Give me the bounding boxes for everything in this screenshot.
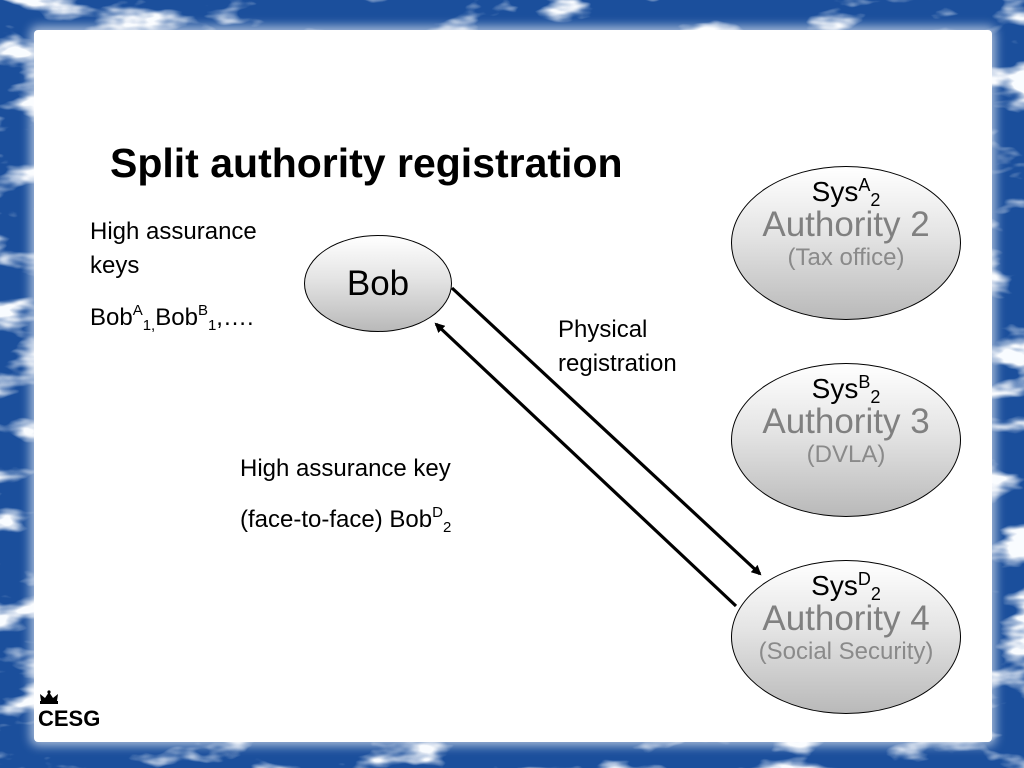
authority-3-sys: SysB2 <box>811 372 881 407</box>
key-bob-a: BobA1, <box>90 302 156 334</box>
authority-3-name: Authority 3 <box>762 402 930 441</box>
physical-label-line1: Physical <box>558 316 648 343</box>
authority-2-sys: SysA2 <box>811 175 881 210</box>
authority-3-desc: (DVLA) <box>806 441 886 468</box>
bob-label: Bob <box>346 264 410 303</box>
authority-4-node: SysD2 Authority 4 (Social Security) <box>731 560 961 714</box>
authority-2-node: SysA2 Authority 2 (Tax office) <box>731 166 961 320</box>
bob-node: Bob <box>304 235 452 332</box>
keys-ellipsis: ,…. <box>216 304 254 331</box>
left-note-line1: High assurance <box>90 218 257 245</box>
left-note-line2: keys <box>90 252 140 279</box>
key-bob-b: BobB1 <box>155 302 217 334</box>
slide-title: Split authority registration <box>110 140 623 186</box>
authority-2-desc: (Tax office) <box>787 244 905 271</box>
authority-2-name: Authority 2 <box>762 205 930 244</box>
physical-label-line2: registration <box>558 350 677 377</box>
arrow-bob-to-authority-4 <box>450 286 762 576</box>
left-note-keys: BobA1,BobB1,…. <box>90 302 254 334</box>
authority-4-name: Authority 4 <box>762 599 930 638</box>
bottom-note-line2: (face-to-face) BobD2 <box>240 504 452 536</box>
authority-3-node: SysB2 Authority 3 (DVLA) <box>731 363 961 517</box>
arrow-authority-4-to-bob <box>434 322 738 608</box>
crown-logo-icon <box>40 690 58 704</box>
authority-4-desc: (Social Security) <box>758 638 934 665</box>
authority-4-sys: SysD2 <box>811 569 881 604</box>
bottom-note-line1: High assurance key <box>240 455 451 482</box>
cesg-logo-text: CESG <box>38 706 101 731</box>
